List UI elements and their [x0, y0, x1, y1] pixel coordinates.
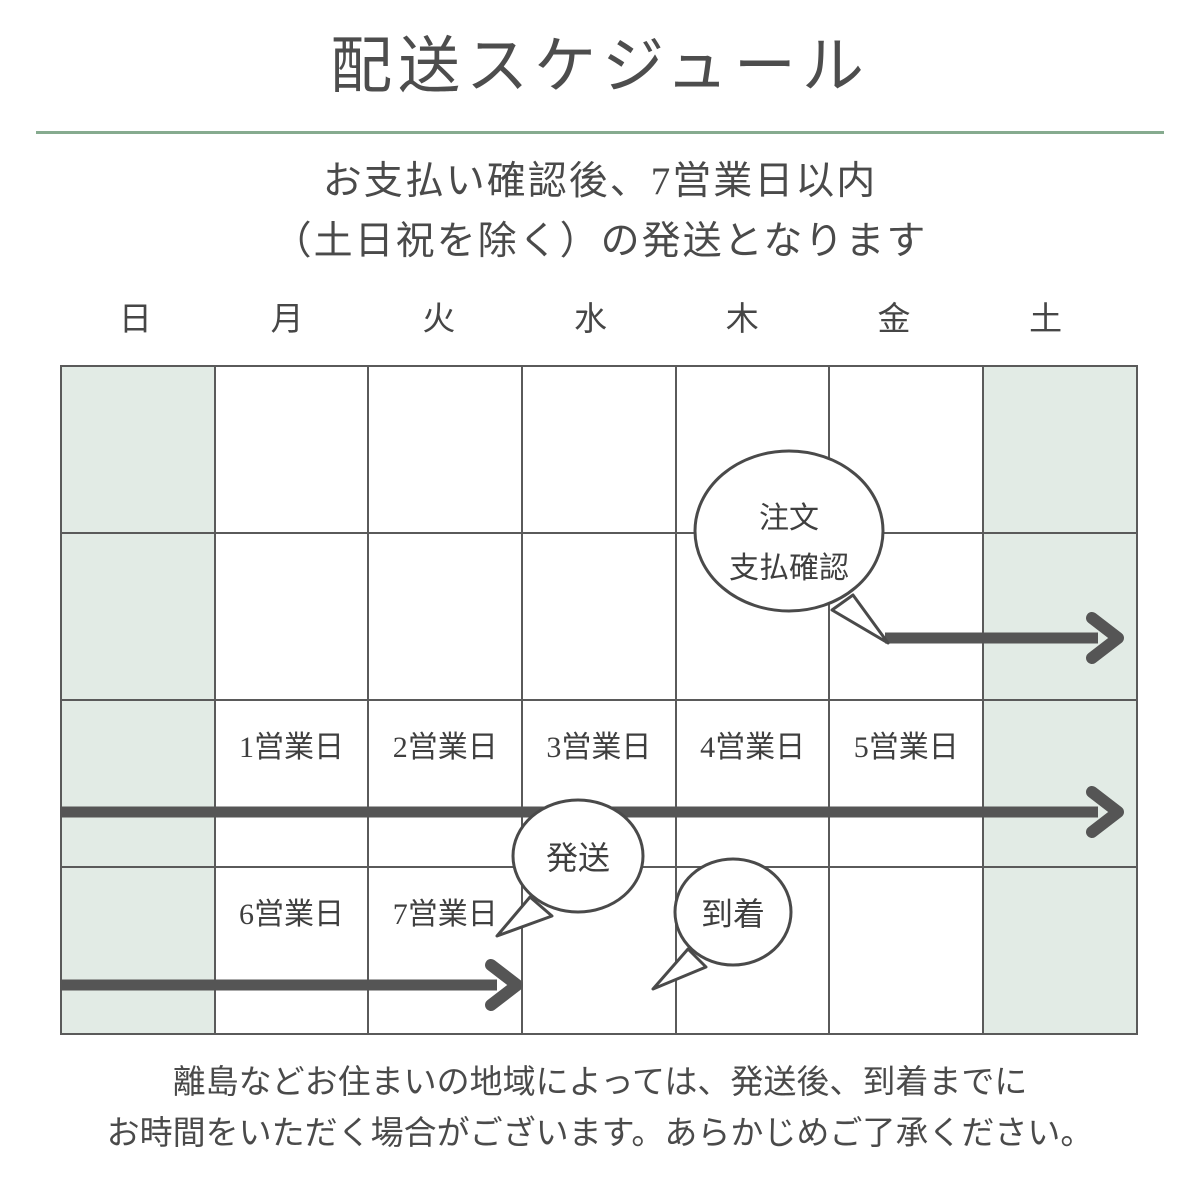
- weekday-header-tue: 火: [422, 302, 457, 338]
- calendar-cell-label: [677, 367, 829, 399]
- calendar-cell: [60, 699, 216, 868]
- calendar-table: 1営業日 2営業日 3営業日 4営業日 5営業日 6営業日 7営業日: [60, 365, 1138, 1035]
- weekday-header-row: 日 月 火 水 木 金 土: [60, 296, 1122, 344]
- footer-note: 離島などお住まいの地域によっては、発送後、到着までに お時間をいただく場合がござ…: [0, 1058, 1200, 1160]
- calendar-cell-label: [984, 868, 1136, 900]
- calendar-cell: [367, 532, 524, 701]
- page-title: 配送スケジュール: [330, 33, 870, 101]
- calendar-cell-label: [830, 534, 982, 566]
- calendar-body: 1営業日 2営業日 3営業日 4営業日 5営業日 6営業日 7営業日: [60, 365, 1138, 1035]
- calendar-cell-label: [677, 868, 829, 900]
- calendar-cell: [982, 699, 1138, 868]
- business-day-4-label: 4営業日: [700, 731, 806, 764]
- calendar-cell: [674, 532, 831, 701]
- calendar-cell: [521, 365, 677, 534]
- table-row: 1営業日 2営業日 3営業日 4営業日 5営業日: [60, 699, 1138, 868]
- weekday-header-mon: 月: [270, 302, 305, 338]
- calendar-cell: [674, 866, 831, 1035]
- calendar-cell-label: [523, 534, 675, 566]
- subtitle-block: お支払い確認後、7営業日以内 （土日祝を除く）の発送となります: [0, 152, 1200, 273]
- business-day-6-label: 6営業日: [239, 898, 345, 931]
- calendar-cell-label: [984, 534, 1136, 566]
- footer-note-line-1: 離島などお住まいの地域によっては、発送後、到着までに: [172, 1065, 1028, 1101]
- calendar-cell-label: [62, 534, 214, 566]
- calendar-cell: 2営業日: [367, 699, 524, 868]
- calendar-cell-label: [62, 868, 214, 900]
- calendar-cell: 1営業日: [213, 699, 370, 868]
- calendar-cell: [521, 866, 677, 1035]
- calendar-grid: 1営業日 2営業日 3営業日 4営業日 5営業日 6営業日 7営業日: [60, 365, 1138, 1035]
- calendar-cell: [213, 365, 370, 534]
- business-day-1-label: 1営業日: [239, 731, 345, 764]
- calendar-cell-label: [523, 868, 675, 900]
- calendar-cell: 4営業日: [674, 699, 831, 868]
- calendar-cell: [828, 532, 985, 701]
- calendar-cell: 6営業日: [213, 866, 370, 1035]
- calendar-cell-label: [369, 367, 521, 399]
- calendar-cell-label: [830, 367, 982, 399]
- calendar-cell-label: [62, 367, 214, 399]
- calendar-cell: [828, 866, 985, 1035]
- calendar-cell-label: [830, 868, 982, 900]
- subtitle-line-1: お支払い確認後、7営業日以内: [322, 160, 878, 203]
- business-day-3-label: 3営業日: [546, 731, 652, 764]
- table-row: [60, 532, 1138, 701]
- calendar-cell: [521, 532, 677, 701]
- calendar-cell: 7営業日: [367, 866, 524, 1035]
- calendar-cell-label: [62, 701, 214, 733]
- table-row: 6営業日 7営業日: [60, 866, 1138, 1035]
- weekday-header-sun: 日: [118, 302, 153, 338]
- business-day-5-label: 5営業日: [853, 731, 959, 764]
- calendar-cell-label: [369, 534, 521, 566]
- calendar-cell: [213, 532, 370, 701]
- calendar-cell: [60, 866, 216, 1035]
- calendar-cell-label: [984, 367, 1136, 399]
- business-day-7-label: 7営業日: [392, 898, 498, 931]
- title-divider: [36, 131, 1164, 134]
- calendar-cell: [60, 532, 216, 701]
- calendar-cell-label: [984, 701, 1136, 733]
- subtitle-line-2: （土日祝を除く）の発送となります: [272, 220, 928, 264]
- calendar-cell: [674, 365, 831, 534]
- calendar-cell-label: [216, 534, 368, 566]
- calendar-cell-label: [677, 534, 829, 566]
- calendar-cell: 5営業日: [828, 699, 985, 868]
- calendar-cell: [982, 532, 1138, 701]
- weekday-header-fri: 金: [877, 302, 912, 338]
- calendar-cell: [367, 365, 524, 534]
- footer-note-line-2: お時間をいただく場合がございます。あらかじめご了承ください。: [106, 1116, 1094, 1153]
- calendar-cell: [982, 866, 1138, 1035]
- weekday-header-sat: 土: [1029, 302, 1064, 338]
- calendar-cell: [828, 365, 985, 534]
- business-day-2-label: 2営業日: [392, 731, 498, 764]
- calendar-cell: [60, 365, 216, 534]
- calendar-cell: 3営業日: [521, 699, 677, 868]
- weekday-header-thu: 木: [725, 302, 760, 338]
- table-row: [60, 365, 1138, 534]
- calendar-cell-label: [216, 367, 368, 399]
- weekday-header-wed: 水: [574, 302, 609, 338]
- calendar-cell-label: [523, 367, 675, 399]
- calendar-cell: [982, 365, 1138, 534]
